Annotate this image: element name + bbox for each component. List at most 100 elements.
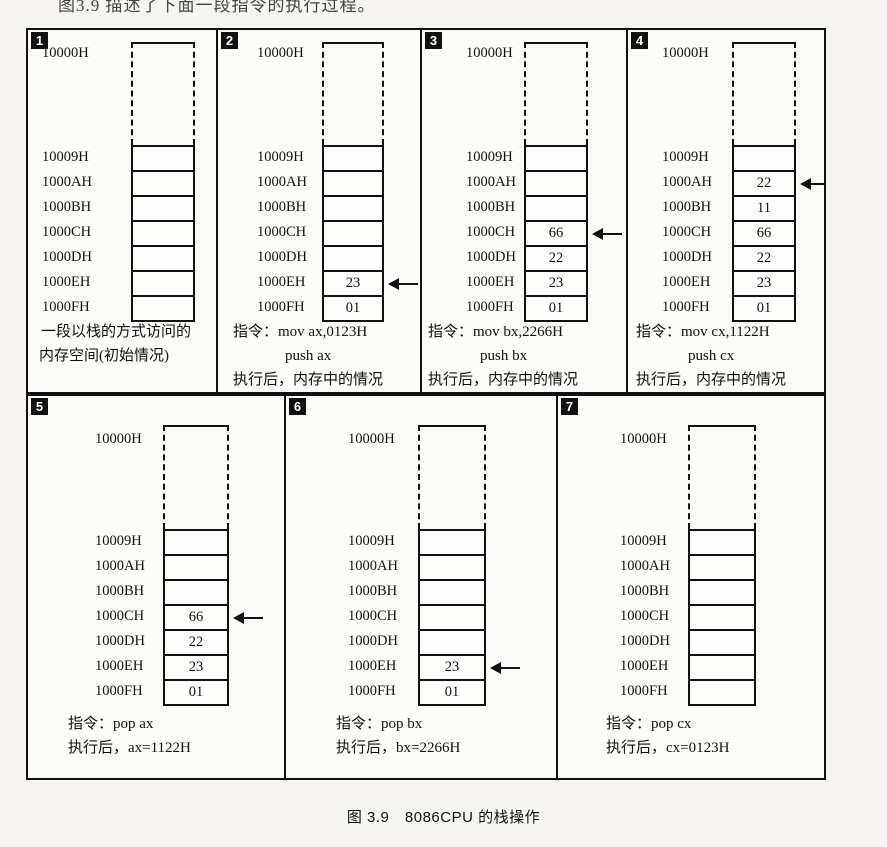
memory-cell	[688, 679, 756, 706]
address-label: 10000H	[662, 45, 709, 61]
panel-number: 6	[289, 398, 306, 415]
panel-caption-line: 指令：pop cx	[606, 716, 692, 732]
memory-cell: 01	[418, 679, 486, 706]
memory-cell: 66	[163, 604, 229, 631]
memory-cell: 23	[418, 654, 486, 681]
panel-caption-line: 指令：mov cx,1122H	[636, 324, 770, 340]
memory-cell	[322, 145, 384, 172]
address-label: 1000DH	[257, 249, 307, 265]
stack-panel-2: 2 10000H 10009H 1000AH 1000BH 1000CH 1000DH 100…	[216, 28, 422, 394]
memory-cell	[732, 145, 796, 172]
stack-memory-dashed-region	[524, 42, 588, 145]
panel-number: 2	[221, 32, 238, 49]
panel-caption-line: 执行后，内存中的情况	[233, 372, 384, 388]
address-label: 1000AH	[95, 558, 145, 574]
address-label: 1000AH	[257, 174, 307, 190]
address-label: 1000AH	[620, 558, 670, 574]
address-label: 1000EH	[620, 658, 669, 674]
memory-cell: 01	[322, 295, 384, 322]
address-label: 10000H	[348, 431, 395, 447]
address-label: 1000FH	[348, 683, 396, 699]
address-label: 1000BH	[348, 583, 398, 599]
address-label: 10009H	[257, 149, 304, 165]
memory-cell: 22	[732, 170, 796, 197]
address-label: 1000FH	[257, 299, 305, 315]
stack-pointer-arrow	[233, 612, 263, 624]
address-label: 1000CH	[257, 224, 307, 240]
panel-number: 1	[31, 32, 48, 49]
address-label: 10000H	[42, 45, 89, 61]
address-label: 1000DH	[620, 633, 670, 649]
memory-cell: 23	[524, 270, 588, 297]
address-label: 1000AH	[348, 558, 398, 574]
address-label: 1000CH	[95, 608, 145, 624]
address-label: 1000BH	[466, 199, 516, 215]
address-label: 1000BH	[42, 199, 92, 215]
memory-cell	[322, 195, 384, 222]
memory-cell: 23	[163, 654, 229, 681]
memory-cell	[688, 529, 756, 556]
panel-number: 4	[631, 32, 648, 49]
address-label: 1000EH	[95, 658, 144, 674]
stack-pointer-arrow	[800, 178, 824, 190]
panel-caption-line: 执行后，内存中的情况	[428, 372, 579, 388]
panel-number: 7	[561, 398, 578, 415]
stack-memory-dashed-region	[131, 42, 195, 145]
address-label: 10000H	[257, 45, 304, 61]
panel-caption-line: 一段以栈的方式访问的	[41, 324, 192, 340]
address-label: 10009H	[95, 533, 142, 549]
memory-cell	[418, 529, 486, 556]
address-label: 1000EH	[257, 274, 306, 290]
memory-cell	[418, 554, 486, 581]
address-label: 10009H	[348, 533, 395, 549]
memory-cell	[688, 604, 756, 631]
panel-caption-line: 指令：pop ax	[68, 716, 154, 732]
address-label: 1000DH	[95, 633, 145, 649]
memory-cell: 66	[524, 220, 588, 247]
memory-cell: 01	[163, 679, 229, 706]
address-label: 1000FH	[42, 299, 90, 315]
stack-pointer-arrow	[592, 228, 622, 240]
address-label: 1000AH	[466, 174, 516, 190]
address-label: 1000FH	[662, 299, 710, 315]
memory-cell: 66	[732, 220, 796, 247]
panel-number: 3	[425, 32, 442, 49]
stack-memory-dashed-region	[688, 425, 756, 529]
address-label: 1000EH	[466, 274, 515, 290]
address-label: 1000BH	[662, 199, 712, 215]
memory-cell	[688, 579, 756, 606]
panel-caption-line: 指令：mov ax,0123H	[233, 324, 368, 340]
memory-cell	[131, 145, 195, 172]
address-label: 1000FH	[620, 683, 668, 699]
memory-cell	[524, 195, 588, 222]
memory-cell	[524, 170, 588, 197]
memory-cell	[322, 245, 384, 272]
memory-cell	[418, 604, 486, 631]
address-label: 1000DH	[348, 633, 398, 649]
memory-cell	[131, 270, 195, 297]
panel-caption-line: push ax	[285, 348, 332, 364]
address-label: 1000DH	[466, 249, 516, 265]
memory-cell	[688, 629, 756, 656]
address-label: 1000AH	[42, 174, 92, 190]
memory-cell: 22	[524, 245, 588, 272]
memory-cell	[131, 170, 195, 197]
memory-cell	[322, 220, 384, 247]
address-label: 1000EH	[662, 274, 711, 290]
stack-memory-dashed-region	[322, 42, 384, 145]
panel-caption-line: 执行后，ax=1122H	[68, 740, 191, 756]
figure-caption: 图 3.9 8086CPU 的栈操作	[346, 809, 541, 826]
address-label: 1000BH	[257, 199, 307, 215]
address-label: 1000DH	[662, 249, 712, 265]
address-label: 10000H	[620, 431, 667, 447]
stack-memory-dashed-region	[163, 425, 229, 529]
memory-cell	[418, 629, 486, 656]
memory-cell	[524, 145, 588, 172]
panel-caption-line: 内存空间(初始情况)	[39, 348, 169, 364]
panel-caption-line: 执行后，cx=0123H	[606, 740, 730, 756]
panel-caption-line: 指令：mov bx,2266H	[428, 324, 564, 340]
memory-cell	[131, 220, 195, 247]
